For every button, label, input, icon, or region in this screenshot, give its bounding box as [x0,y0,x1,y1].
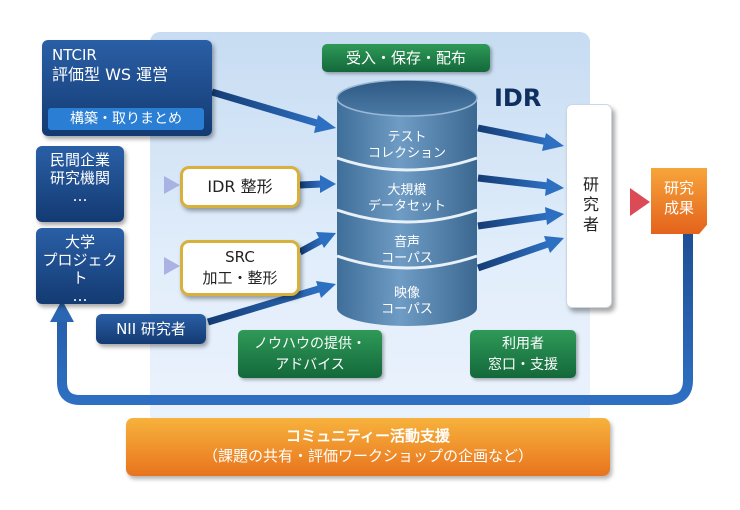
arrow-db-to-researcher-2 [477,174,549,190]
arrow-ntcir-to-db [211,88,321,128]
university-line3: … [72,287,88,305]
user-desk-line1: 利用者 [502,336,544,352]
ntcir-subtitle: 評価型 WS 運営 [52,65,169,84]
idr-shaping-box: IDR 整形 [180,166,300,208]
database-cylinder [336,80,478,326]
company-line3: … [72,187,88,205]
arrow-db-to-researcher-1 [477,124,549,146]
arrow-idr-shaping-to-db [299,180,323,189]
arrow-nii-to-db [206,284,324,326]
knowhow-line1: ノウハウの提供・ [254,336,366,352]
researcher-label: 研究者 [580,176,599,236]
db-layer-line: テスト [387,130,427,145]
result-line2: 成果 [663,199,694,217]
university-line1: 大学 [64,233,95,251]
arrow-src-to-db [298,236,324,256]
knowhow-line2: アドバイス [275,357,345,373]
nii-box: NII 研究者 [96,314,206,344]
src-line1: SRC [225,248,255,266]
src-box: SRC 加工・整形 [180,240,300,296]
community-support-bar: コミュニティー活動支援 （課題の共有・評価ワークショップの企画など） [126,418,610,476]
feedback-loop-arrowhead [50,300,74,322]
db-layer-video-corpus: 映像 コーパス [337,286,477,318]
company-line2: 研究機関 [49,169,110,187]
community-line2: （課題の共有・評価ワークショップの企画など） [202,447,533,465]
community-line1: コミュニティー活動支援 [285,427,451,445]
db-layer-line: コーパス [381,302,433,317]
db-layer-large-dataset: 大規模 データセット [337,183,477,215]
idr-title: IDR [494,84,542,112]
research-result-box: 研究 成果 [651,168,707,234]
ntcir-box: NTCIR 評価型 WS 運営 構築・取りまとめ [42,40,212,136]
user-desk-line2: 窓口・支援 [488,357,558,373]
company-box: 民間企業 研究機関 … [36,146,124,222]
db-layer-line: 大規模 [387,183,427,198]
company-line1: 民間企業 [49,151,110,169]
db-layer-line: コレクション [367,146,446,161]
arrow-db-to-researcher-4 [476,240,550,272]
db-layer-speech-corpus: 音声 コーパス [337,235,477,267]
storage-badge: 受入・保存・配布 [322,44,490,72]
university-box: 大学 プロジェクト … [36,228,124,305]
db-layer-line: データセット [367,199,446,214]
feedback-loop-arrow [57,234,693,405]
researcher-box: 研究者 [566,104,612,308]
result-line1: 研究 [663,179,694,197]
arrow-db-to-researcher-3 [477,212,549,230]
user-desk-box: 利用者 窓口・支援 [470,330,576,378]
db-layer-line: 映像 [393,286,420,301]
university-line2: プロジェクト [42,251,118,287]
nii-label: NII 研究者 [116,320,186,338]
ntcir-label: NTCIR [52,46,97,64]
db-layer-line: 音声 [393,235,420,250]
db-layer-line: コーパス [381,251,433,266]
knowhow-box: ノウハウの提供・ アドバイス [238,330,382,378]
src-line2: 加工・整形 [202,269,278,287]
ntcir-sublabel: 構築・取りまとめ [48,108,204,130]
db-layer-test-collection: テスト コレクション [337,130,477,162]
